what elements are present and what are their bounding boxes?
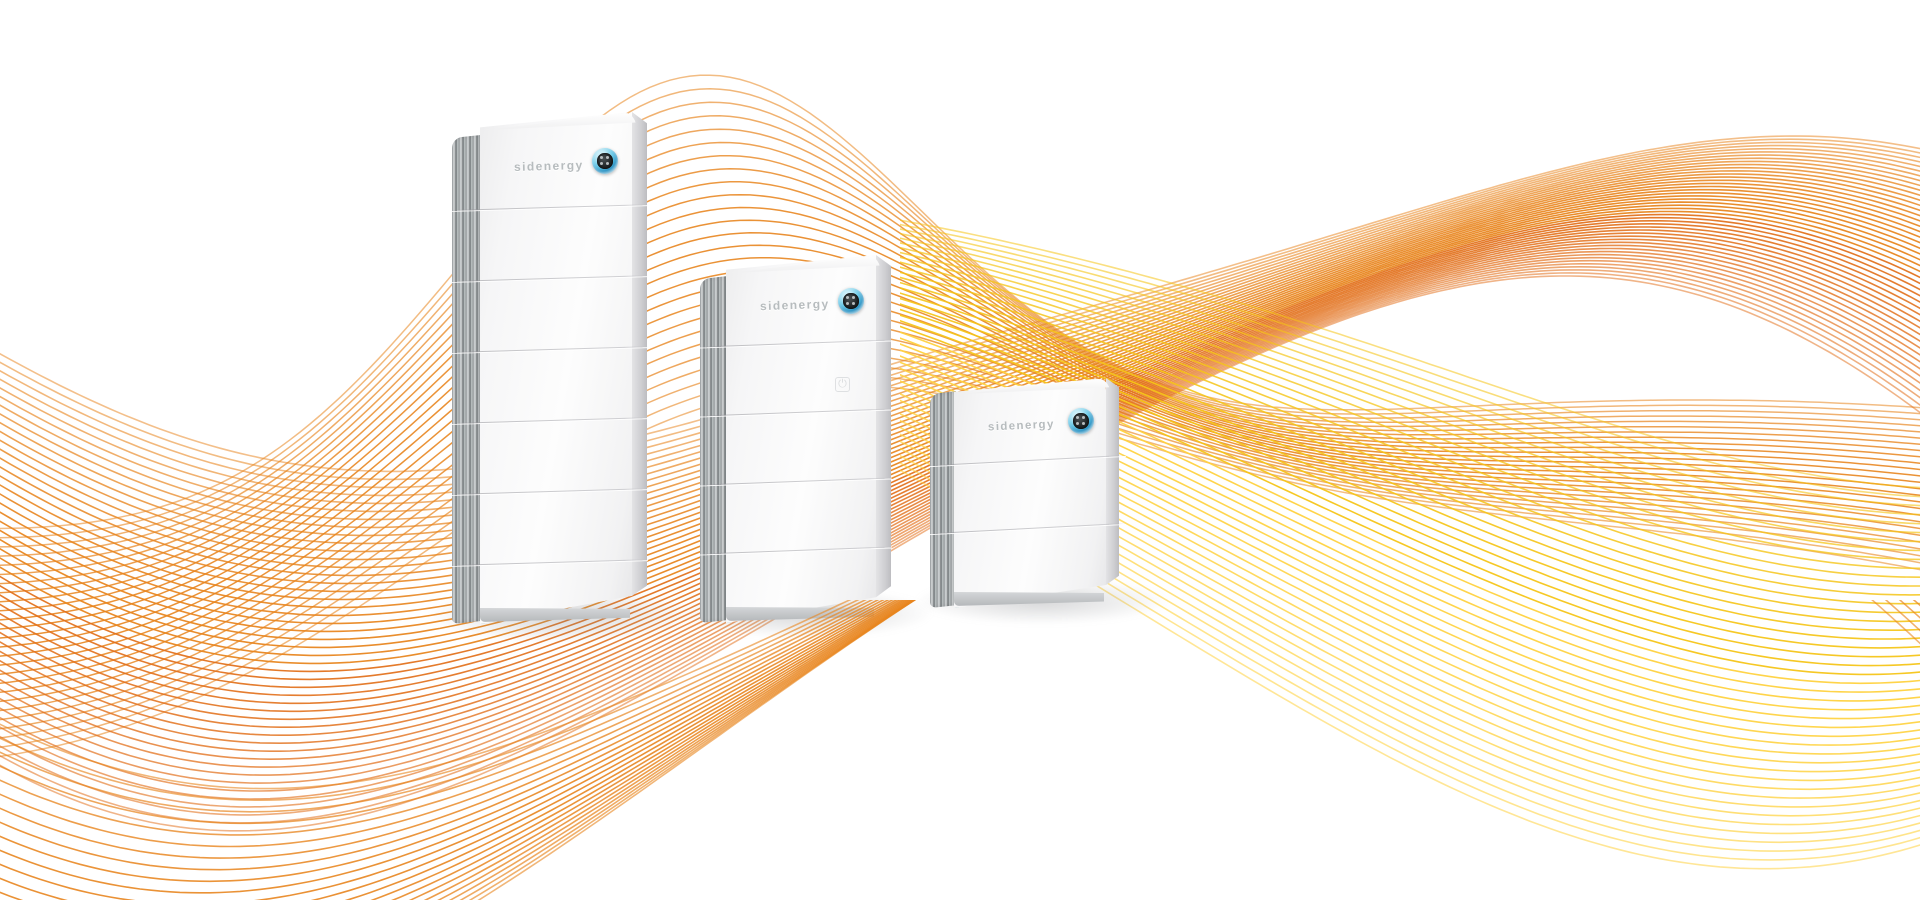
body-right-edge-tall — [632, 112, 647, 596]
status-led-icon — [838, 288, 864, 314]
brand-logo: sidenergy — [759, 296, 830, 314]
product-tall-battery[interactable]: sidenergy — [452, 112, 648, 625]
power-symbol-icon: ⏻ — [835, 377, 850, 392]
body-right-edge-compact — [1106, 378, 1119, 585]
heatsink-fins-medium — [700, 276, 728, 623]
brand-logo: sidenergy — [513, 158, 584, 174]
base-foot-compact — [954, 592, 1104, 606]
status-led-icon — [1068, 408, 1094, 434]
base-foot-medium — [726, 607, 874, 621]
body-right-edge-medium — [876, 255, 891, 598]
status-led-icon — [592, 148, 618, 174]
base-foot-tall — [480, 608, 630, 622]
body-face-tall — [480, 112, 632, 624]
product-medium-battery[interactable]: sidenergy ⏻ — [700, 255, 892, 623]
product-compact-battery[interactable]: sidenergy — [930, 378, 1126, 608]
heatsink-fins-compact — [930, 391, 956, 608]
